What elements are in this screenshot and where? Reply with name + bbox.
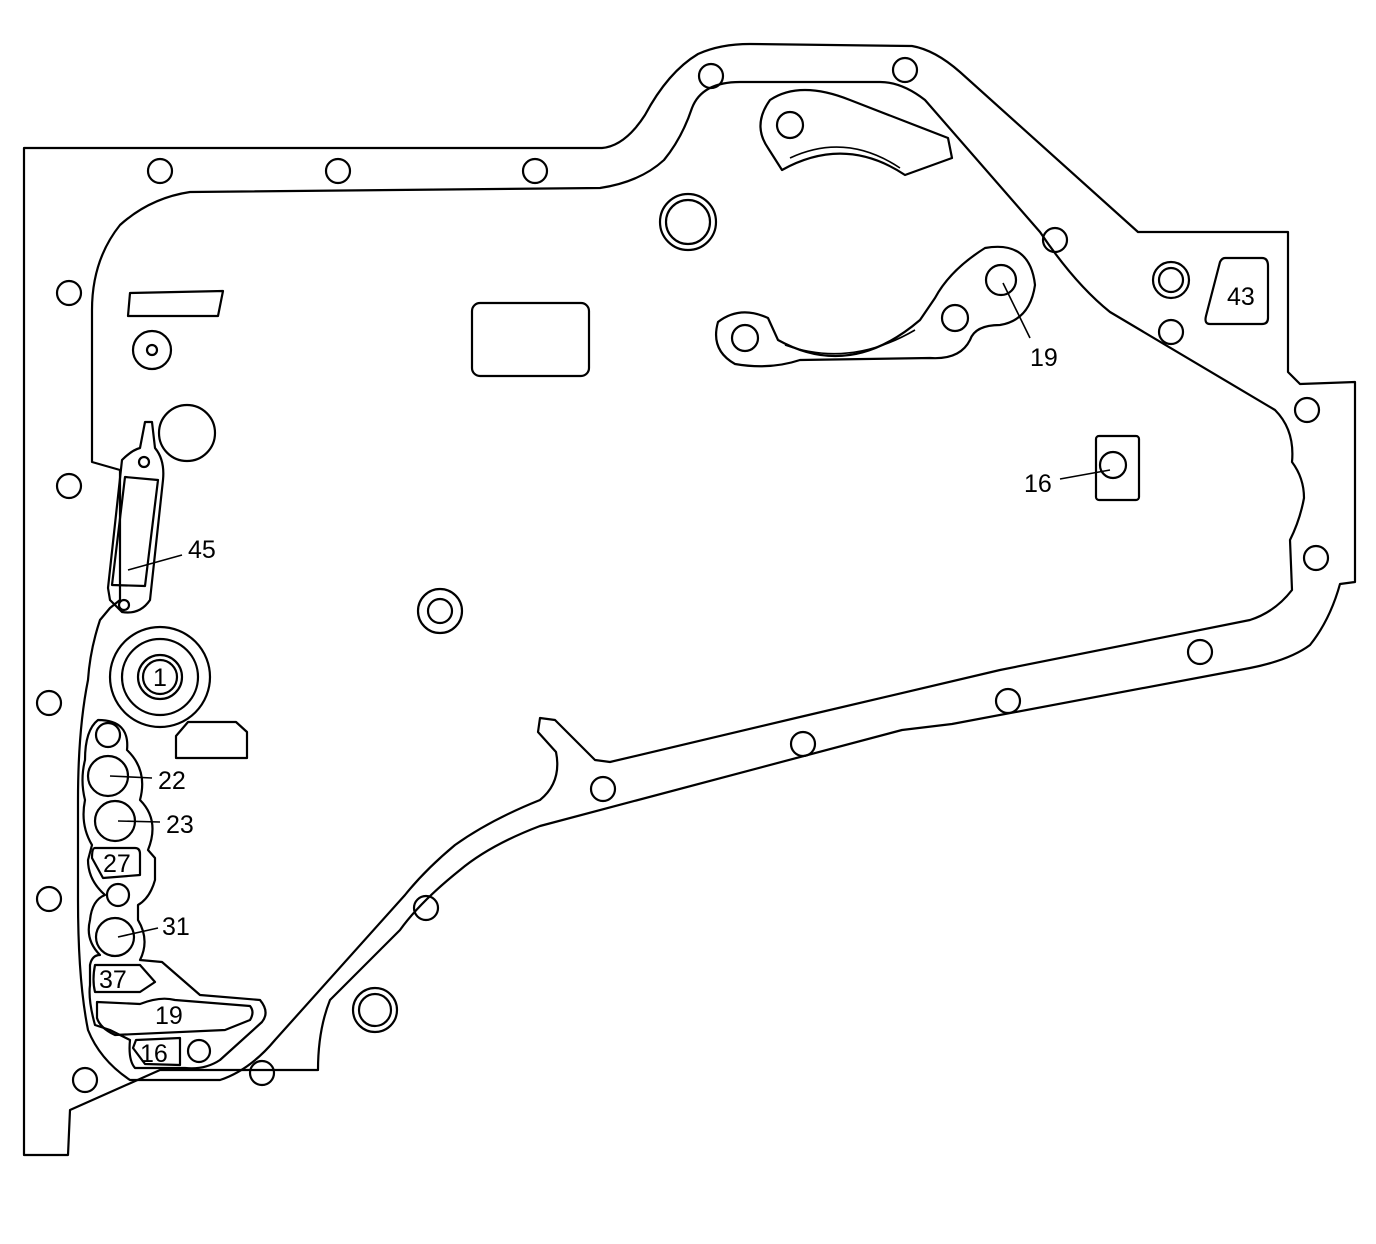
dowel-inner xyxy=(426,597,454,625)
left-port-column xyxy=(81,718,267,1070)
bolt-hole xyxy=(55,279,83,307)
bolt-hole xyxy=(412,894,440,922)
bolt-hole xyxy=(891,56,919,84)
port-16-frame xyxy=(1094,434,1141,502)
port-16-hole xyxy=(1098,450,1128,480)
dowel-outer xyxy=(416,587,464,635)
dowel-inner xyxy=(1157,266,1185,294)
leader-45 xyxy=(127,554,183,571)
port-31 xyxy=(94,916,136,958)
bolt-hole xyxy=(697,62,725,90)
bolt-hole xyxy=(940,303,970,333)
port-27 xyxy=(90,846,142,880)
bolt-hole xyxy=(789,730,817,758)
bolt-hole xyxy=(1302,544,1330,572)
bolt-hole xyxy=(35,689,63,717)
callout-16-right: 16 xyxy=(1024,470,1052,498)
bearing-cutout xyxy=(714,245,1037,368)
arc-inner xyxy=(789,146,901,169)
arc-bracket-top xyxy=(759,88,954,177)
callout-1: 1 xyxy=(153,664,167,692)
bolt-hole xyxy=(324,157,352,185)
small-hole xyxy=(186,1038,212,1064)
callout-43: 43 xyxy=(1227,283,1255,311)
slot-parallelogram xyxy=(126,289,225,318)
bolt-hole xyxy=(1293,396,1321,424)
dowel-outer xyxy=(658,192,718,252)
callout-45: 45 xyxy=(188,536,216,564)
port-1-ring-core xyxy=(141,658,179,696)
port-43 xyxy=(1204,256,1270,326)
port-22 xyxy=(86,754,130,798)
small-hole xyxy=(105,882,131,908)
bolt-hole xyxy=(248,1059,276,1087)
bolt-hole xyxy=(71,1066,99,1094)
rect-opening xyxy=(470,301,591,378)
bearing-inner-arc xyxy=(784,329,916,355)
small-hole xyxy=(1157,318,1185,346)
callout-16-bottom: 16 xyxy=(140,1040,168,1068)
bolt-hole xyxy=(521,157,549,185)
small-hole xyxy=(131,329,173,371)
callout-19-top: 19 xyxy=(1030,344,1058,372)
inner-gasket-bead xyxy=(76,80,1306,1082)
bolt-hole xyxy=(1186,638,1214,666)
dowel-outer xyxy=(1151,260,1191,300)
leader-19-top xyxy=(1002,282,1031,339)
small-hole xyxy=(117,598,131,612)
port-19-top xyxy=(984,263,1018,297)
callout-31: 31 xyxy=(162,913,190,941)
small-port xyxy=(174,720,249,760)
leader-16-right xyxy=(1059,469,1111,480)
port-1-ring-mid xyxy=(120,637,200,717)
dowel-inner xyxy=(357,992,393,1028)
port-1-ring-inner xyxy=(136,653,184,701)
bolt-hole xyxy=(55,472,83,500)
outer-plate-outline xyxy=(22,42,1357,1157)
port-1-ring-outer xyxy=(108,625,212,729)
callout-37: 37 xyxy=(99,966,127,994)
small-hole xyxy=(137,455,151,469)
bolt-hole xyxy=(775,110,805,140)
port-45-frame xyxy=(106,420,165,614)
bolt-hole xyxy=(730,323,760,353)
bolt-hole xyxy=(146,157,174,185)
bolt-hole xyxy=(35,885,63,913)
dowel-outer xyxy=(351,986,399,1034)
leader-31 xyxy=(117,927,159,938)
port-37 xyxy=(92,963,157,994)
port-16-bottom xyxy=(131,1036,182,1067)
bolt-hole xyxy=(994,687,1022,715)
bolt-hole xyxy=(1041,226,1069,254)
port-45-slot xyxy=(110,475,160,588)
callout-22: 22 xyxy=(158,767,186,795)
dowel-inner xyxy=(664,198,712,246)
small-hole xyxy=(157,403,217,463)
leader-22 xyxy=(109,775,153,779)
small-hole xyxy=(94,721,122,749)
callout-23: 23 xyxy=(166,811,194,839)
callout-27: 27 xyxy=(103,850,131,878)
port-19-bottom xyxy=(95,997,254,1037)
small-hole xyxy=(145,343,159,357)
callout-19-bottom: 19 xyxy=(155,1002,183,1030)
leader-23 xyxy=(117,820,161,823)
bolt-hole xyxy=(589,775,617,803)
